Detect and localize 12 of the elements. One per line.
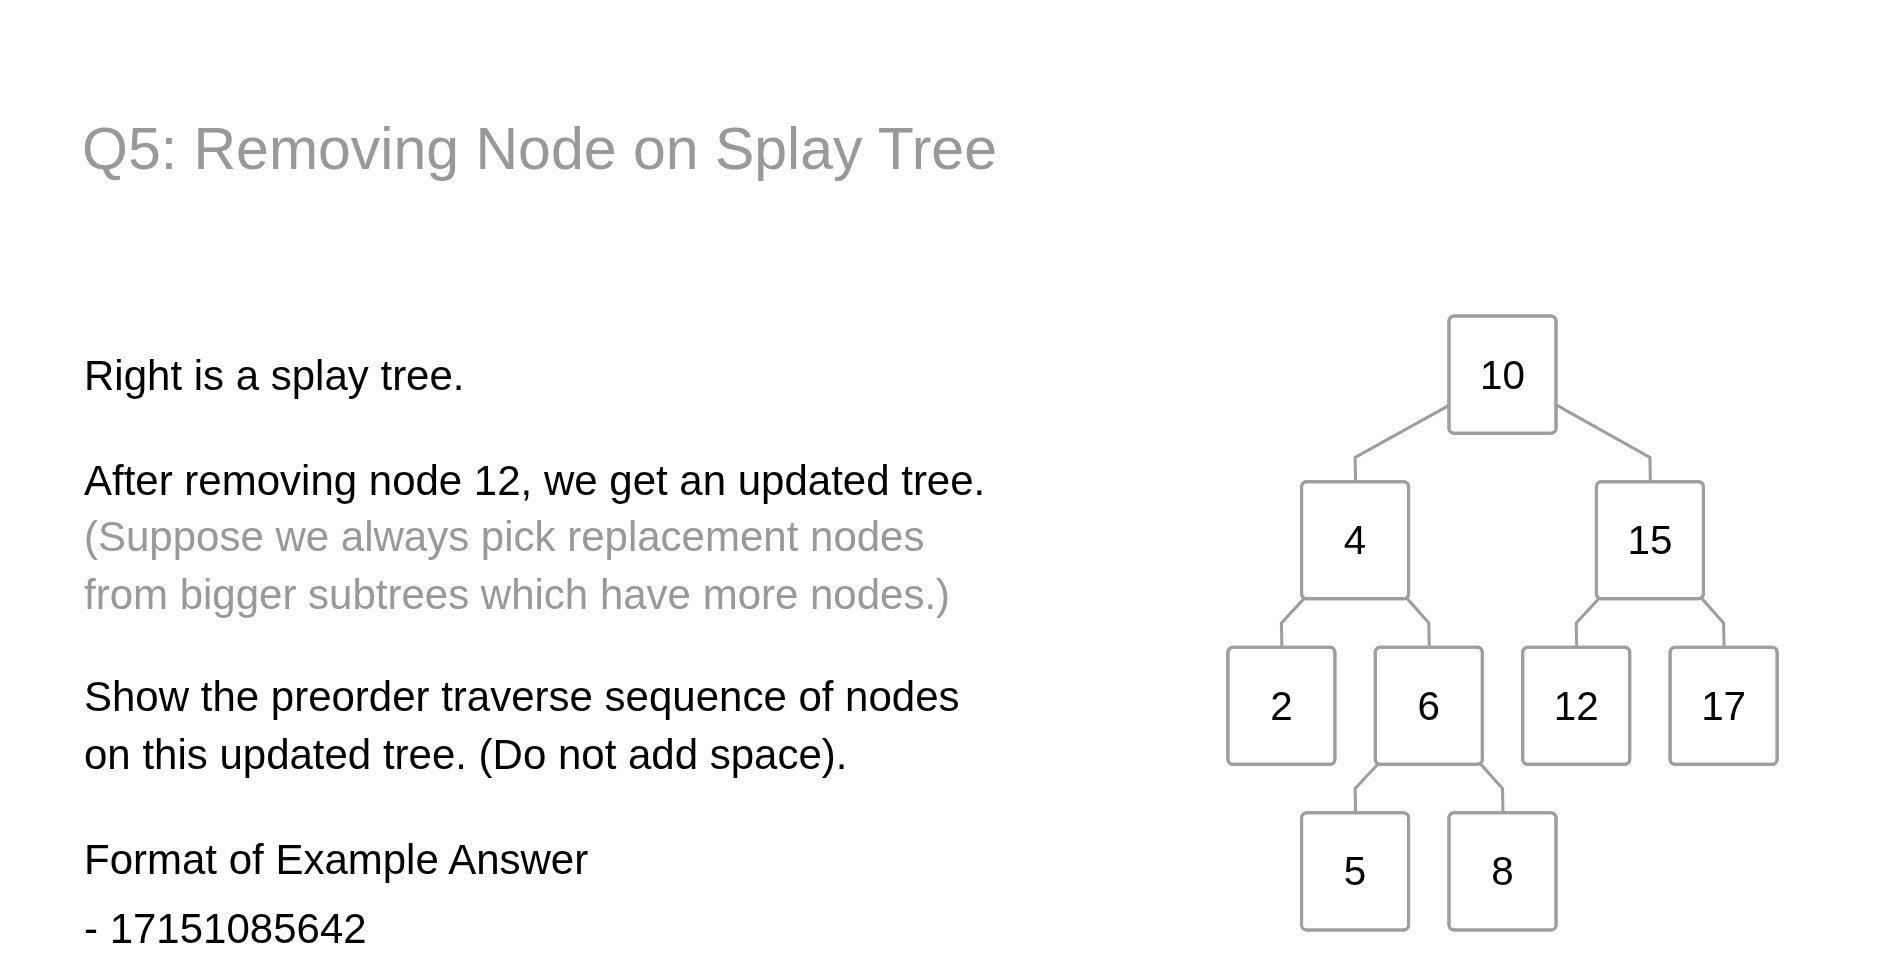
connector — [1405, 597, 1431, 648]
question-text: - 17151085642 — [84, 904, 368, 954]
question-text: Right is a splay tree. — [84, 351, 466, 401]
question-text: After removing node 12, we get an updated tree. — [84, 456, 987, 506]
connector — [1700, 597, 1726, 648]
connector — [1574, 597, 1601, 648]
question-text: Show the preorder traverse sequence of nodes on this updated tree. (Do not add space). — [84, 672, 961, 780]
connector — [1279, 597, 1306, 648]
question-text: (Suppose we always pick replacement nodes from bigger subtrees which have more nodes.) — [84, 512, 952, 620]
question-text: Format of Example Answer — [84, 835, 590, 885]
slide-title: Q5: Removing Node on Splay Tree — [82, 119, 997, 179]
tree-diagram: 10 4 15 2 6 12 17 5 8 — [1180, 308, 1825, 938]
